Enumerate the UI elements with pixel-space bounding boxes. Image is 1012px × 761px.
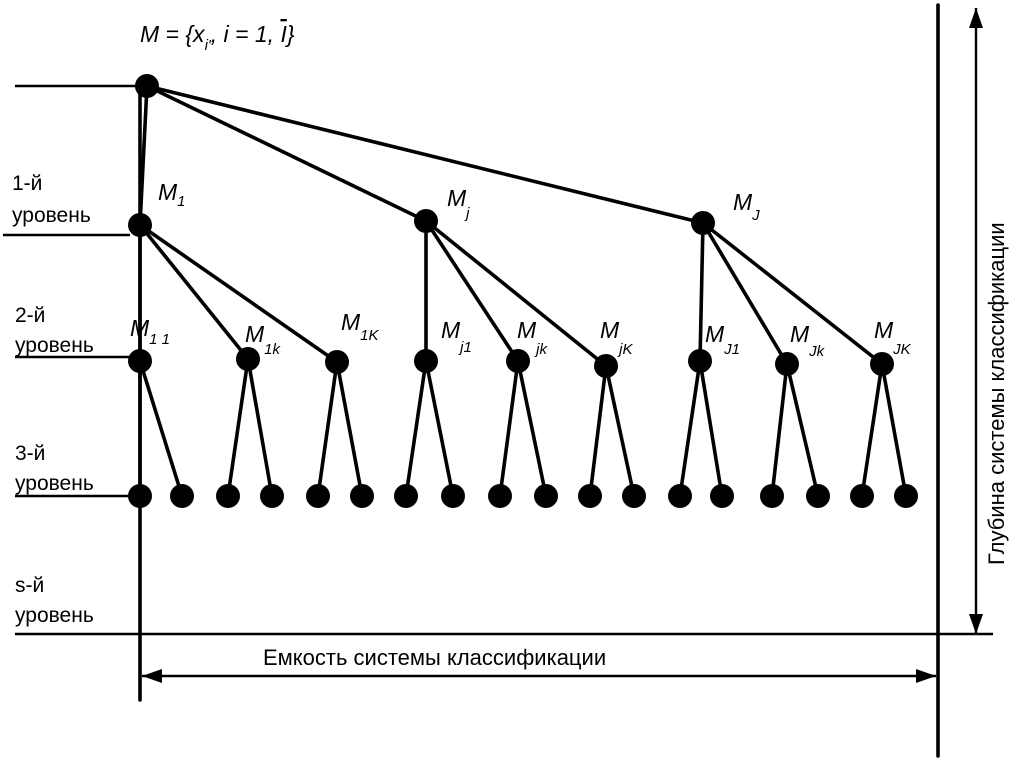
root-node xyxy=(135,74,159,98)
root-label: M = {xi', i = 1, I} xyxy=(140,21,295,54)
depth-label: Глубина системы классификации xyxy=(984,222,1009,565)
level2-node-4 xyxy=(506,349,530,373)
edge-level2-to-level3-13 xyxy=(698,359,724,498)
level2-node-6 xyxy=(688,349,712,373)
depth-arrow-bottom-head xyxy=(969,614,983,634)
edge-level2-to-level3-5 xyxy=(335,360,364,498)
level2-node-label-Jk: MJk xyxy=(790,321,826,360)
level1-node-0 xyxy=(128,213,152,237)
edge-level2-to-level3-2 xyxy=(226,357,250,498)
levels-label-number: s-й xyxy=(15,574,44,597)
level3-label-word: уровень xyxy=(15,472,94,495)
level3-node-4 xyxy=(306,484,330,508)
edge-level2-to-level3-6 xyxy=(404,359,428,498)
level3-node-12 xyxy=(668,484,692,508)
level2-node-label-jk: Mjk xyxy=(517,317,549,358)
depth-arrow-top-head xyxy=(969,8,983,28)
level3-node-3 xyxy=(260,484,284,508)
level3-node-11 xyxy=(622,484,646,508)
level1-node-label-1: M1 xyxy=(158,179,186,210)
level1-node-label-j: Mj xyxy=(447,185,470,222)
edge-level1-to-level2-7 xyxy=(701,221,789,366)
edge-level2-to-level3-11 xyxy=(604,364,636,498)
edge-level1-to-level2-6 xyxy=(698,221,705,363)
capacity-arrow-left-head xyxy=(142,669,162,683)
edge-level2-to-level3-9 xyxy=(516,359,548,498)
edge-level2-to-level3-12 xyxy=(678,359,702,498)
level2-node-label-j1: Mj1 xyxy=(441,317,472,356)
level3-node-0 xyxy=(128,484,152,508)
edge-level1-to-level2-2 xyxy=(138,223,339,364)
level3-node-6 xyxy=(394,484,418,508)
level1-node-2 xyxy=(691,211,715,235)
level3-node-7 xyxy=(441,484,465,508)
level2-label-number: 2-й xyxy=(15,304,45,327)
edge-root-to-level1-1 xyxy=(145,84,428,223)
edge-level1-to-level2-5 xyxy=(424,219,608,368)
edge-level2-to-level3-7 xyxy=(424,359,455,498)
level2-node-label-J1: MJ1 xyxy=(705,321,740,358)
edge-level2-to-level3-17 xyxy=(880,362,908,498)
level3-node-2 xyxy=(216,484,240,508)
level3-node-1 xyxy=(170,484,194,508)
level2-node-2 xyxy=(325,350,349,374)
edge-level2-to-level3-16 xyxy=(860,362,884,498)
level2-node-1 xyxy=(236,347,260,371)
level2-node-0 xyxy=(128,349,152,373)
levels-label-word: уровень xyxy=(15,604,94,627)
capacity-label: Емкость системы классификации xyxy=(263,645,606,670)
level1-node-label-J: MJ xyxy=(733,189,760,224)
tree-nodes xyxy=(128,74,918,508)
level1-node-1 xyxy=(414,209,438,233)
level3-node-17 xyxy=(894,484,918,508)
edge-level1-to-level2-4 xyxy=(424,219,520,363)
level2-label-word: уровень xyxy=(15,334,94,357)
level3-label-number: 3-й xyxy=(15,442,45,465)
level2-node-label-jK: MjK xyxy=(600,317,634,358)
level2-node-3 xyxy=(414,349,438,373)
capacity-arrow-right-head xyxy=(916,669,936,683)
level3-node-10 xyxy=(578,484,602,508)
level2-node-label-1K: M1K xyxy=(341,309,380,344)
level2-node-8 xyxy=(870,352,894,376)
edge-level1-to-level2-8 xyxy=(701,221,884,366)
tree-edges xyxy=(138,84,908,498)
edge-level1-to-level2-1 xyxy=(138,223,250,361)
edge-level2-to-level3-8 xyxy=(498,359,520,498)
level1-label-number: 1-й xyxy=(12,172,42,195)
level3-node-9 xyxy=(534,484,558,508)
level2-node-label-11: M1 1 xyxy=(130,315,170,348)
edge-level2-to-level3-4 xyxy=(316,360,339,498)
level3-node-14 xyxy=(760,484,784,508)
level3-node-5 xyxy=(350,484,374,508)
level2-node-label-JK: MJK xyxy=(874,317,912,358)
level3-node-15 xyxy=(806,484,830,508)
level3-node-8 xyxy=(488,484,512,508)
level2-node-7 xyxy=(775,352,799,376)
edge-level2-to-level3-3 xyxy=(246,357,274,498)
level1-label-word: уровень xyxy=(12,204,91,227)
edge-root-to-level1-2 xyxy=(145,84,705,225)
edge-level2-to-level3-14 xyxy=(770,362,789,498)
level3-node-13 xyxy=(710,484,734,508)
level2-node-5 xyxy=(594,354,618,378)
edge-level2-to-level3-10 xyxy=(588,364,608,498)
edge-level2-to-level3-1 xyxy=(138,359,184,498)
level2-node-label-1k: M1k xyxy=(245,321,282,358)
edge-level2-to-level3-15 xyxy=(785,362,820,498)
level3-node-16 xyxy=(850,484,874,508)
